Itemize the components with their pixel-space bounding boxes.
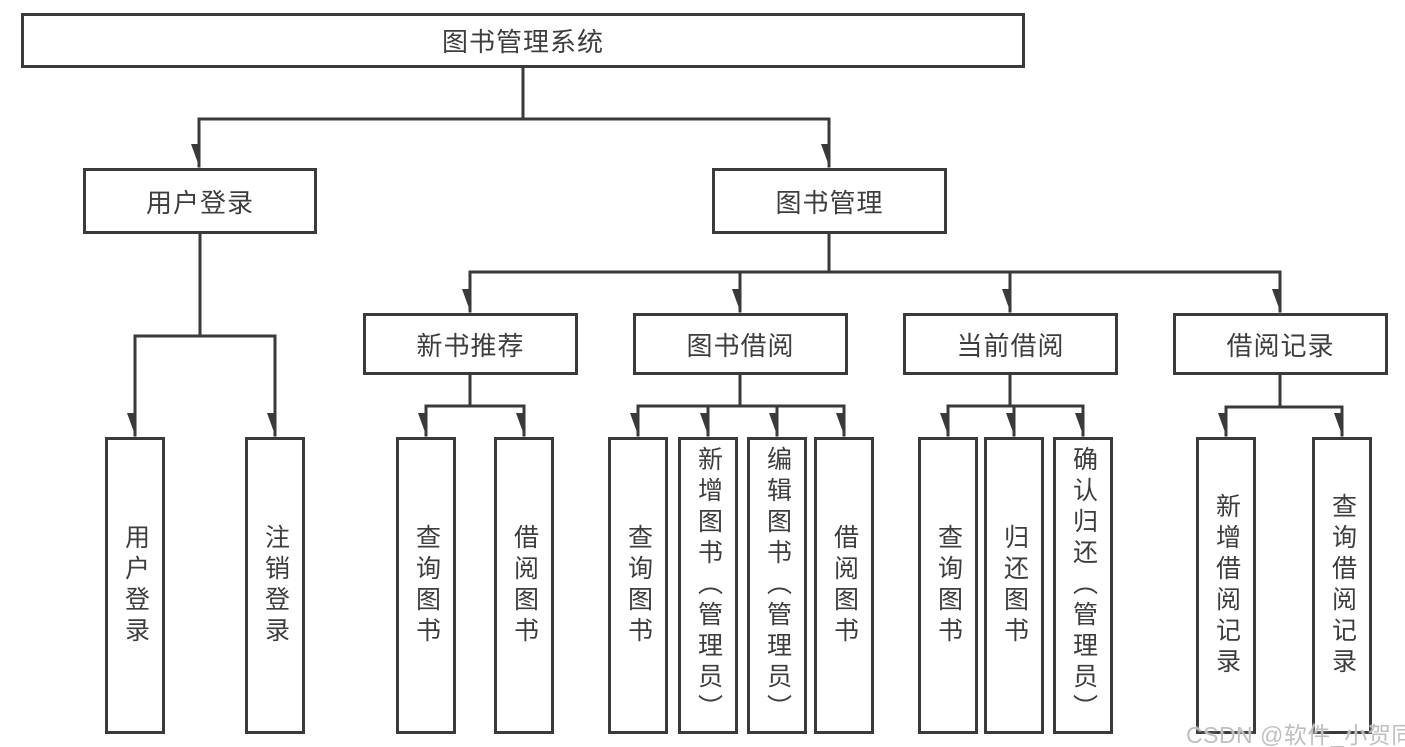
node-label: 借阅图书 xyxy=(830,523,859,648)
node-label: 查询图书 xyxy=(624,523,653,648)
node-label: 编辑图书（管理员） xyxy=(763,446,792,725)
node-current-borrowing: 当前借阅 xyxy=(903,313,1118,375)
leaf-query-books-borrowing: 查询图书 xyxy=(608,437,668,734)
leaf-user-login: 用户登录 xyxy=(105,437,165,734)
node-library-system: 图书管理系统 xyxy=(21,13,1025,68)
node-label: 查询借阅记录 xyxy=(1328,492,1357,679)
leaf-return-books: 归还图书 xyxy=(984,437,1044,734)
leaf-add-borrow-record: 新增借阅记录 xyxy=(1196,437,1256,734)
node-borrowing-records: 借阅记录 xyxy=(1173,313,1388,375)
node-label: 当前借阅 xyxy=(956,330,1065,361)
node-label: 确认归还（管理员） xyxy=(1069,446,1098,725)
node-label: 新书推荐 xyxy=(416,330,525,361)
node-label: 注销登录 xyxy=(261,523,290,648)
node-label: 图书管理 xyxy=(775,187,884,218)
node-new-book-recommendation: 新书推荐 xyxy=(363,313,578,375)
leaf-query-books-current: 查询图书 xyxy=(918,437,978,734)
node-label: 用户登录 xyxy=(145,187,254,218)
node-label: 新增借阅记录 xyxy=(1212,492,1241,679)
node-user-login: 用户登录 xyxy=(83,168,317,234)
leaf-edit-book-admin: 编辑图书（管理员） xyxy=(747,437,807,734)
leaf-query-borrow-record: 查询借阅记录 xyxy=(1312,437,1372,734)
node-label: 归还图书 xyxy=(1000,523,1029,648)
node-label: 借阅图书 xyxy=(510,523,539,648)
node-label: 图书借阅 xyxy=(686,330,795,361)
node-label: 新增图书（管理员） xyxy=(694,446,723,725)
node-book-management: 图书管理 xyxy=(712,168,947,234)
leaf-borrow-books-recommend: 借阅图书 xyxy=(494,437,554,734)
leaf-borrow-books: 借阅图书 xyxy=(814,437,874,734)
node-label: 用户登录 xyxy=(121,523,150,648)
csdn-watermark: CSDN @软件_小贺同学 xyxy=(1186,722,1405,747)
node-book-borrowing: 图书借阅 xyxy=(633,313,848,375)
node-label: 查询图书 xyxy=(934,523,963,648)
node-label: 图书管理系统 xyxy=(441,27,604,57)
node-label: 查询图书 xyxy=(412,523,441,648)
leaf-add-book-admin: 新增图书（管理员） xyxy=(678,437,738,734)
leaf-confirm-return-admin: 确认归还（管理员） xyxy=(1053,437,1113,734)
node-label: 借阅记录 xyxy=(1226,330,1335,361)
leaf-query-books-recommend: 查询图书 xyxy=(396,437,456,734)
leaf-logout: 注销登录 xyxy=(245,437,305,734)
